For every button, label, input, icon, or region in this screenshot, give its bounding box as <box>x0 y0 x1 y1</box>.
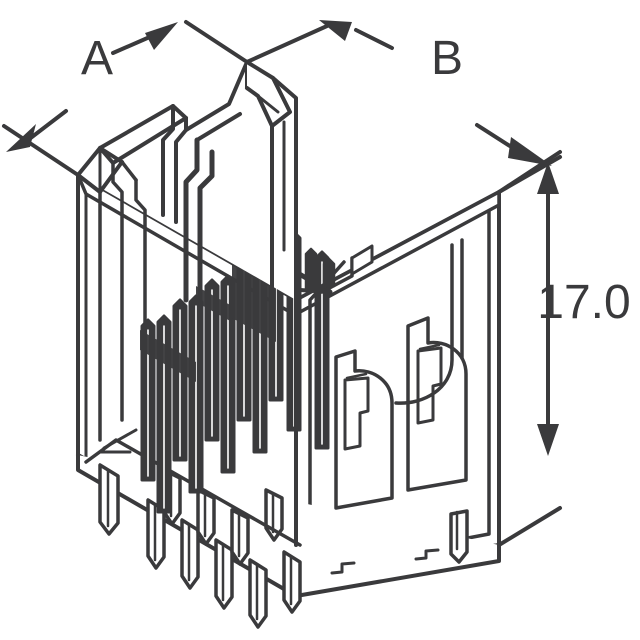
dimension-a: A <box>2 20 249 177</box>
interior-floor-rib-2 <box>102 428 138 450</box>
rear-wall <box>294 244 374 547</box>
dim-a-label: A <box>81 32 113 85</box>
dim-a-extension-right <box>184 20 249 64</box>
latch-web-diagonal-2 <box>195 112 242 142</box>
dim-height-arrow-bottom <box>537 424 559 456</box>
latch-apex-wedge <box>245 60 292 128</box>
dim-a-arrow-right-head <box>145 22 178 50</box>
base-notch-rear <box>414 548 440 561</box>
dim-height-witness-top <box>497 155 562 194</box>
dim-a-arrow-right-shaft <box>111 34 154 55</box>
window-right-contact-top-line <box>418 343 441 351</box>
window-right-contact-tongue <box>416 346 443 425</box>
dim-a-extension-left <box>2 124 80 177</box>
dim-a-arrow-left-head <box>6 124 36 152</box>
dim-b-label: B <box>431 32 463 85</box>
through-hole-pins-front-row <box>146 498 302 629</box>
dim-height-label: 17.0 <box>537 276 630 329</box>
interior-shadow-mass-2 <box>140 330 196 382</box>
dimension-b: B <box>245 20 562 194</box>
panel-internal-curve <box>394 243 454 405</box>
latch-arm-left-outer <box>161 104 175 217</box>
dim-height-witness-bottom <box>497 506 562 547</box>
window-left-contact-tongue <box>343 376 370 451</box>
shroud-interior-floor <box>84 428 302 547</box>
shroud-upright-left-2 <box>111 161 124 422</box>
latch-center-rib-2 <box>197 149 215 303</box>
latch-apex-crease <box>256 94 280 114</box>
shroud-upright-left-3 <box>134 178 147 402</box>
dim-b-arrow-left-shaft <box>354 28 394 50</box>
pin-tie-bar <box>293 269 333 295</box>
board-lock-tab-right <box>449 509 469 564</box>
board-lock-tabs <box>98 463 469 564</box>
dimension-height: 17.0 <box>497 155 631 547</box>
dim-b-extension-left <box>245 24 329 64</box>
latch-arm-left-inner <box>174 116 188 224</box>
right-panel-windows <box>334 238 468 510</box>
dim-b-arrow-right-head <box>508 137 552 166</box>
base-notch-front <box>330 561 356 575</box>
dim-height-arrow-top <box>537 162 559 194</box>
dim-a-arrow-left-shaft <box>26 109 68 142</box>
dim-b-arrow-right-shaft <box>475 123 515 150</box>
rear-wall-inner-step <box>308 260 346 307</box>
rear-top-tab <box>350 244 374 276</box>
latch-web-diagonal <box>184 60 249 132</box>
connector-part <box>76 60 501 629</box>
dim-b-arrow-left-head <box>319 20 352 41</box>
window-left-contact-top-line <box>345 372 368 380</box>
interior-shadow-mass-3 <box>196 286 232 322</box>
latch-wall-assembly <box>76 60 298 442</box>
latch-arm-right-outer <box>271 76 298 302</box>
latch-center-rib <box>183 137 200 303</box>
shroud-upright-tie <box>120 160 138 182</box>
latch-left-top-edge <box>98 146 124 164</box>
